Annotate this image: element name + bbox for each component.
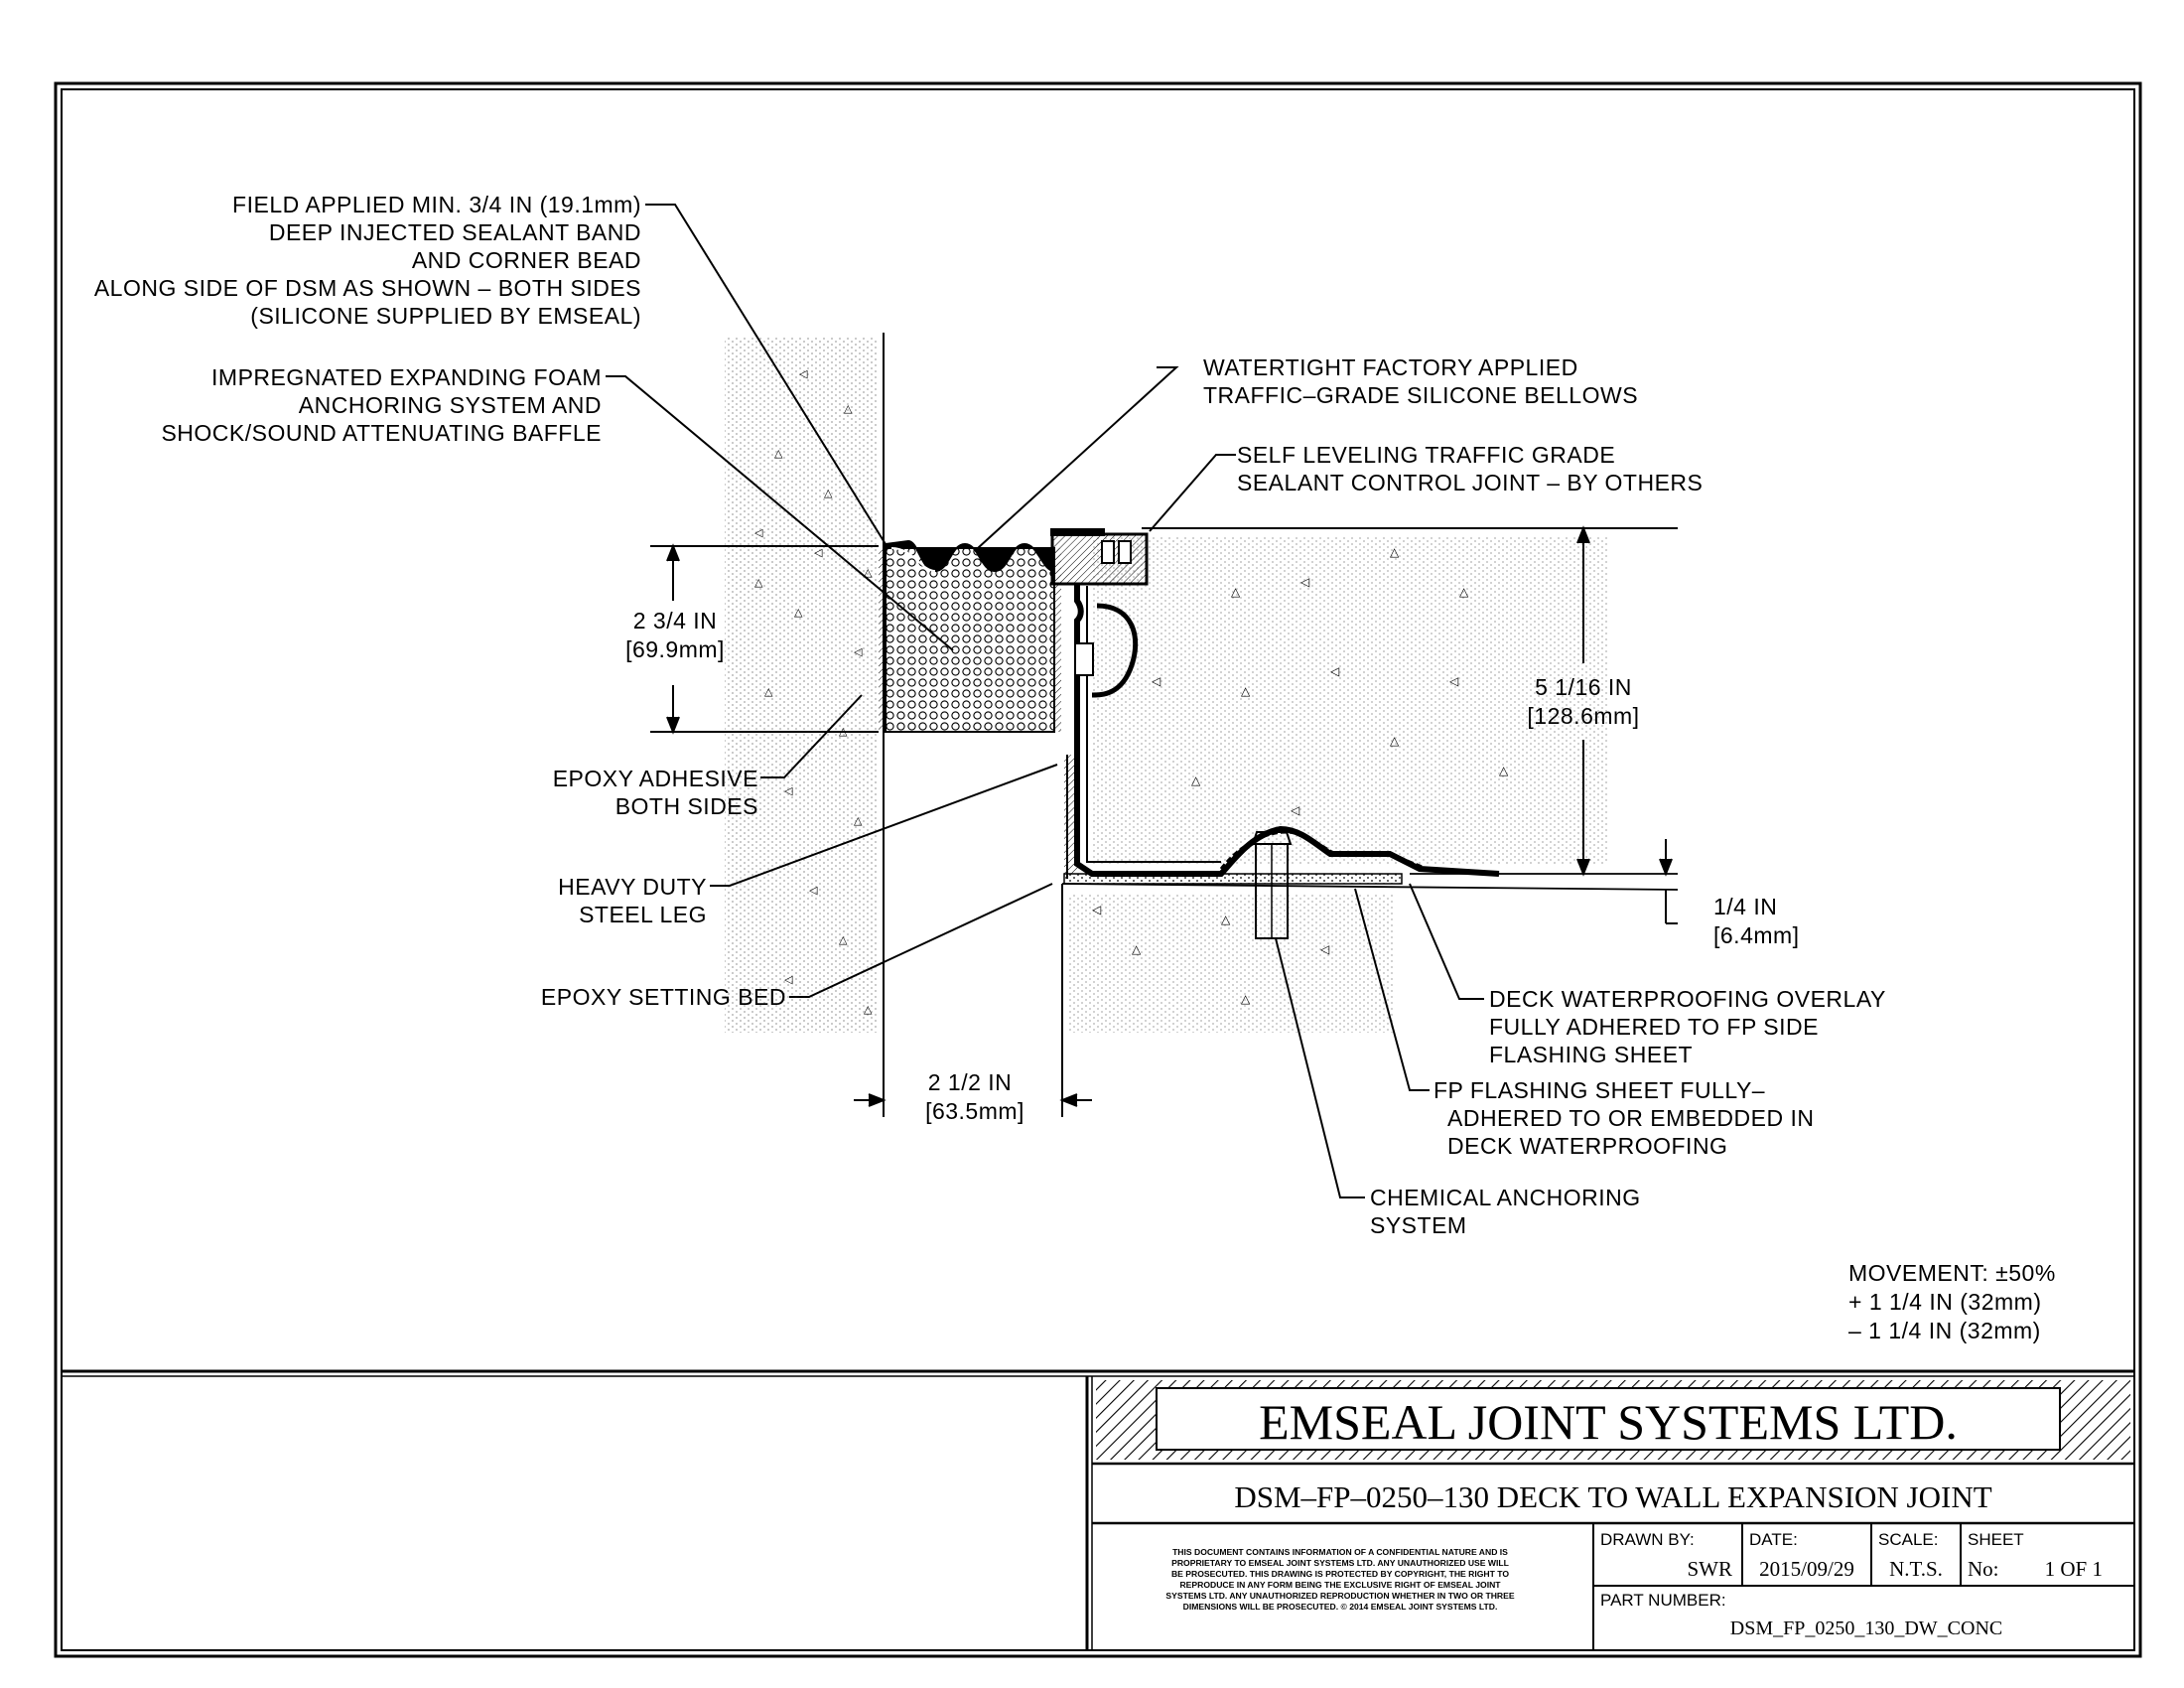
label-epoxy-adhesive-line-1: EPOXY ADHESIVE: [553, 766, 758, 791]
label-flashing-line-2: ADHERED TO OR EMBEDDED IN: [1447, 1105, 1814, 1131]
sheet-label: SHEET: [1968, 1530, 2024, 1549]
scale-value: N.T.S.: [1889, 1557, 1943, 1581]
sheet-border-outer: [54, 81, 2142, 1658]
drawn-by-label: DRAWN BY:: [1600, 1530, 1695, 1549]
notice-line-5: SYSTEMS LTD. ANY UNAUTHORIZED REPRODUCTI…: [1165, 1591, 1514, 1601]
dimension-labels: 2 3/4 IN [69.9mm] 5 1/16 IN [128.6mm] 1/…: [625, 608, 1800, 1124]
notice-line-6: DIMENSIONS WILL BE PROSECUTED. © 2014 EM…: [1183, 1602, 1498, 1612]
epoxy-setting-bed: [1063, 873, 1403, 885]
dim-thickness-in: 1/4 IN: [1713, 894, 1777, 919]
label-sealant-line-5: (SILICONE SUPPLIED BY EMSEAL): [250, 303, 641, 329]
label-foam-line-2: ANCHORING SYSTEM AND: [299, 392, 602, 418]
date-label: DATE:: [1749, 1530, 1798, 1549]
label-anchoring-line-1: CHEMICAL ANCHORING: [1370, 1185, 1641, 1210]
drawn-by-value: SWR: [1687, 1557, 1732, 1581]
label-epoxy-adhesive-line-2: BOTH SIDES: [615, 793, 758, 819]
title-block: EMSEAL JOINT SYSTEMS LTD. DSM–FP–0250–13…: [1092, 1380, 2134, 1650]
part-number-label: PART NUMBER:: [1600, 1591, 1726, 1610]
label-overlay-line-3: FLASHING SHEET: [1489, 1042, 1693, 1067]
movement-line-2: + 1 1/4 IN (32mm): [1848, 1289, 2041, 1315]
label-steel-leg-line-2: STEEL LEG: [579, 902, 707, 927]
company-name: EMSEAL JOINT SYSTEMS LTD.: [1259, 1394, 1958, 1450]
movement-line-1: MOVEMENT: ±50%: [1848, 1260, 2056, 1286]
confidential-notice: THIS DOCUMENT CONTAINS INFORMATION OF A …: [1165, 1547, 1514, 1612]
label-overlay-line-2: FULLY ADHERED TO FP SIDE: [1489, 1014, 1819, 1040]
scale-label: SCALE:: [1878, 1530, 1938, 1549]
dimension-lines: [650, 525, 1678, 1117]
label-bellows-line-1: WATERTIGHT FACTORY APPLIED: [1203, 354, 1578, 380]
chemical-anchor: [1251, 831, 1293, 939]
notice-line-3: BE PROSECUTED. THIS DRAWING IS PROTECTED…: [1171, 1569, 1509, 1579]
label-setting-bed: EPOXY SETTING BED: [541, 984, 786, 1010]
label-anchoring-line-2: SYSTEM: [1370, 1212, 1467, 1238]
label-overlay-line-1: DECK WATERPROOFING OVERLAY: [1489, 986, 1886, 1012]
dim-width-in: 2 1/2 IN: [928, 1069, 1013, 1095]
label-sealant-line-4: ALONG SIDE OF DSM AS SHOWN – BOTH SIDES: [94, 275, 641, 301]
drawing-title: DSM–FP–0250–130 DECK TO WALL EXPANSION J…: [1234, 1479, 1991, 1514]
sheet-border-inner: [61, 88, 2135, 1651]
label-flashing-line-1: FP FLASHING SHEET FULLY–: [1433, 1077, 1765, 1103]
sheet-no-label: No:: [1968, 1557, 1999, 1581]
dim-height-left-in: 2 3/4 IN: [633, 608, 718, 633]
label-control-joint-line-2: SEALANT CONTROL JOINT – BY OTHERS: [1237, 470, 1703, 495]
wall-concrete: ◁△△ ◁△△ ◁△△ ◁△◁ △◁△ △◁△: [725, 333, 885, 1033]
deck-slab: △◁△ △◁△ ◁△◁ △◁△ ◁△△ ◁△: [1061, 527, 1679, 1033]
label-sealant-line-2: DEEP INJECTED SEALANT BAND: [269, 219, 641, 245]
movement-line-3: – 1 1/4 IN (32mm): [1848, 1318, 2041, 1343]
label-steel-leg-line-1: HEAVY DUTY: [558, 874, 707, 900]
label-sealant-line-1: FIELD APPLIED MIN. 3/4 IN (19.1mm): [232, 192, 641, 217]
sheet-no-value: 1 OF 1: [2045, 1557, 2103, 1581]
silicone-bellows: [885, 539, 1055, 573]
date-value: 2015/09/29: [1759, 1557, 1854, 1581]
notice-line-2: PROPRIETARY TO EMSEAL JOINT SYSTEMS LTD.…: [1171, 1558, 1509, 1568]
callout-labels: FIELD APPLIED MIN. 3/4 IN (19.1mm) DEEP …: [94, 192, 1886, 1238]
dim-height-right-in: 5 1/16 IN: [1535, 674, 1632, 700]
foam-baffle: [879, 547, 1061, 733]
label-control-joint-line-1: SELF LEVELING TRAFFIC GRADE: [1237, 442, 1615, 468]
notice-line-1: THIS DOCUMENT CONTAINS INFORMATION OF A …: [1172, 1547, 1508, 1557]
label-sealant-line-3: AND CORNER BEAD: [412, 247, 641, 273]
dim-height-right-mm: [128.6mm]: [1527, 703, 1639, 729]
dim-thickness-mm: [6.4mm]: [1713, 922, 1800, 948]
sealant-control-joint: [1050, 528, 1149, 586]
notice-line-4: REPRODUCE IN ANY FORM BEING THE EXCLUSIV…: [1179, 1580, 1501, 1590]
dim-height-left-mm: [69.9mm]: [625, 636, 725, 662]
leader-lines: [606, 204, 1484, 1198]
label-bellows-line-2: TRAFFIC–GRADE SILICONE BELLOWS: [1203, 382, 1638, 408]
label-flashing-line-3: DECK WATERPROOFING: [1447, 1133, 1727, 1159]
movement-note: MOVEMENT: ±50% + 1 1/4 IN (32mm) – 1 1/4…: [1848, 1260, 2056, 1343]
label-foam-line-3: SHOCK/SOUND ATTENUATING BAFFLE: [161, 420, 602, 446]
dim-width-mm: [63.5mm]: [925, 1098, 1024, 1124]
company-banner: [1156, 1387, 2061, 1451]
joint-section-drawing: ◁△△ ◁△△ ◁△△ ◁△◁ △◁△ △◁△ △◁△ △◁△ ◁△◁ △◁△ …: [725, 333, 1679, 1033]
label-foam-line-1: IMPREGNATED EXPANDING FOAM: [211, 364, 602, 390]
part-number-value: DSM_FP_0250_130_DW_CONC: [1730, 1618, 2002, 1639]
